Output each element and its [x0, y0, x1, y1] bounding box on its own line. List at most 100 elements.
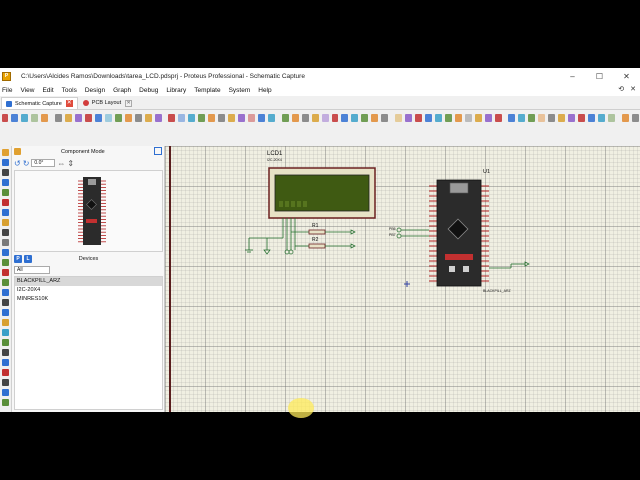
mode-tool-icon[interactable]: [2, 269, 9, 276]
mode-tool-icon[interactable]: [2, 339, 9, 346]
menu-tools[interactable]: Tools: [61, 86, 77, 94]
toolbar-tool-icon[interactable]: [568, 114, 576, 122]
toolbar-tool-icon[interactable]: [538, 114, 546, 122]
toolbar-tool-icon[interactable]: [341, 114, 349, 122]
toolbar-tool-icon[interactable]: [168, 114, 176, 122]
toolbar-tool-icon[interactable]: [144, 114, 152, 122]
mode-tool-icon[interactable]: [2, 349, 9, 356]
toolbar-tool-icon[interactable]: [621, 114, 629, 122]
toolbar-tool-icon[interactable]: [464, 114, 472, 122]
close-button[interactable]: ✕: [623, 71, 630, 81]
close-pane-icon[interactable]: ✕: [630, 86, 636, 93]
mode-tool-icon[interactable]: [2, 399, 9, 406]
minimize-button[interactable]: –: [570, 71, 575, 81]
menu-file[interactable]: File: [2, 86, 13, 94]
mode-tool-icon[interactable]: [2, 289, 9, 296]
schematic-canvas[interactable]: LCD1 I2C-20X4 R1 R2 U1 BLACKPILL_ARZ PB6…: [165, 146, 640, 412]
tab-close-icon[interactable]: ✕: [65, 100, 73, 107]
resistor-r1[interactable]: [308, 229, 326, 235]
toolbar-tool-icon[interactable]: [258, 114, 266, 122]
toolbar-tool-icon[interactable]: [548, 114, 556, 122]
toolbar-tool-icon[interactable]: [321, 114, 329, 122]
toolbar-tool-icon[interactable]: [558, 114, 566, 122]
toolbar-tool-icon[interactable]: [94, 114, 102, 122]
toolbar-tool-icon[interactable]: [54, 114, 62, 122]
device-filter-select[interactable]: All: [14, 266, 50, 274]
mode-tool-icon[interactable]: [2, 369, 9, 376]
toolbar-tool-icon[interactable]: [474, 114, 482, 122]
tab-schematic-capture[interactable]: Schematic Capture ✕: [1, 97, 78, 109]
tab-close-icon[interactable]: ✕: [125, 99, 133, 107]
toolbar-tool-icon[interactable]: [291, 114, 299, 122]
toolbar-tool-icon[interactable]: [301, 114, 309, 122]
toolbar-tool-icon[interactable]: [134, 114, 142, 122]
toolbar-tool-icon[interactable]: [281, 114, 289, 122]
resistor-r2[interactable]: [308, 243, 326, 249]
toolbar-tool-icon[interactable]: [311, 114, 319, 122]
mode-tool-icon[interactable]: [2, 179, 9, 186]
device-item-minres10k[interactable]: MINRES10K: [17, 296, 49, 302]
menu-edit[interactable]: Edit: [42, 86, 54, 94]
mode-tool-icon[interactable]: [2, 329, 9, 336]
toolbar-tool-icon[interactable]: [218, 114, 226, 122]
menu-design[interactable]: Design: [84, 86, 106, 94]
toolbar-tool-icon[interactable]: [114, 114, 122, 122]
toolbar-tool-icon[interactable]: [508, 114, 516, 122]
toolbar-tool-icon[interactable]: [608, 114, 616, 122]
toolbar-tool-icon[interactable]: [268, 114, 276, 122]
mode-tool-icon[interactable]: [2, 259, 9, 266]
pick-devices-button[interactable]: P: [14, 255, 22, 263]
device-item-i2c-lcd[interactable]: I2C-20X4: [17, 287, 41, 293]
menu-graph[interactable]: Graph: [113, 86, 132, 94]
restore-pane-icon[interactable]: ⟲: [618, 86, 625, 93]
toolbar-tool-icon[interactable]: [484, 114, 492, 122]
toolbar-tool-icon[interactable]: [178, 114, 186, 122]
menu-debug[interactable]: Debug: [139, 86, 159, 94]
toolbar-tool-icon[interactable]: [494, 114, 502, 122]
toolbar-tool-icon[interactable]: [381, 114, 389, 122]
device-item-blackpill[interactable]: BLACKPILL_ARZ: [15, 277, 162, 286]
toolbar-tool-icon[interactable]: [31, 114, 39, 122]
menu-help[interactable]: Help: [258, 86, 272, 94]
mode-tool-icon[interactable]: [2, 169, 9, 176]
toolbar-tool-icon[interactable]: [598, 114, 606, 122]
mode-tool-icon[interactable]: [2, 379, 9, 386]
toolbar-tool-icon[interactable]: [371, 114, 379, 122]
menu-system[interactable]: System: [228, 86, 251, 94]
toolbar-tool-icon[interactable]: [238, 114, 246, 122]
toolbar-tool-icon[interactable]: [631, 114, 639, 122]
mode-tool-icon[interactable]: [2, 219, 9, 226]
mode-tool-icon[interactable]: [2, 279, 9, 286]
toolbar-tool-icon[interactable]: [1, 114, 9, 122]
mode-tool-icon[interactable]: [2, 149, 9, 156]
library-manager-button[interactable]: L: [24, 255, 32, 263]
pin-panel-icon[interactable]: [154, 147, 162, 155]
mode-tool-icon[interactable]: [2, 229, 9, 236]
toolbar-tool-icon[interactable]: [361, 114, 369, 122]
toolbar-tool-icon[interactable]: [588, 114, 596, 122]
toolbar-tool-icon[interactable]: [454, 114, 462, 122]
toolbar-tool-icon[interactable]: [154, 114, 162, 122]
toolbar-tool-icon[interactable]: [578, 114, 586, 122]
toolbar-tool-icon[interactable]: [331, 114, 339, 122]
toolbar-tool-icon[interactable]: [394, 114, 402, 122]
menu-view[interactable]: View: [20, 86, 35, 94]
toolbar-tool-icon[interactable]: [518, 114, 526, 122]
rotation-angle-input[interactable]: 0.0°: [31, 159, 56, 167]
mirror-horizontal-icon[interactable]: ⇔: [57, 158, 66, 168]
mode-tool-icon[interactable]: [2, 189, 9, 196]
toolbar-tool-icon[interactable]: [64, 114, 72, 122]
toolbar-tool-icon[interactable]: [351, 114, 359, 122]
toolbar-tool-icon[interactable]: [414, 114, 422, 122]
toolbar-tool-icon[interactable]: [208, 114, 216, 122]
mode-tool-icon[interactable]: [2, 239, 9, 246]
mode-tool-icon[interactable]: [2, 199, 9, 206]
toolbar-tool-icon[interactable]: [248, 114, 256, 122]
mode-tool-icon[interactable]: [2, 249, 9, 256]
toolbar-tool-icon[interactable]: [434, 114, 442, 122]
mode-tool-icon[interactable]: [2, 159, 9, 166]
toolbar-tool-icon[interactable]: [424, 114, 432, 122]
toolbar-tool-icon[interactable]: [124, 114, 132, 122]
toolbar-tool-icon[interactable]: [41, 114, 49, 122]
toolbar-tool-icon[interactable]: [444, 114, 452, 122]
